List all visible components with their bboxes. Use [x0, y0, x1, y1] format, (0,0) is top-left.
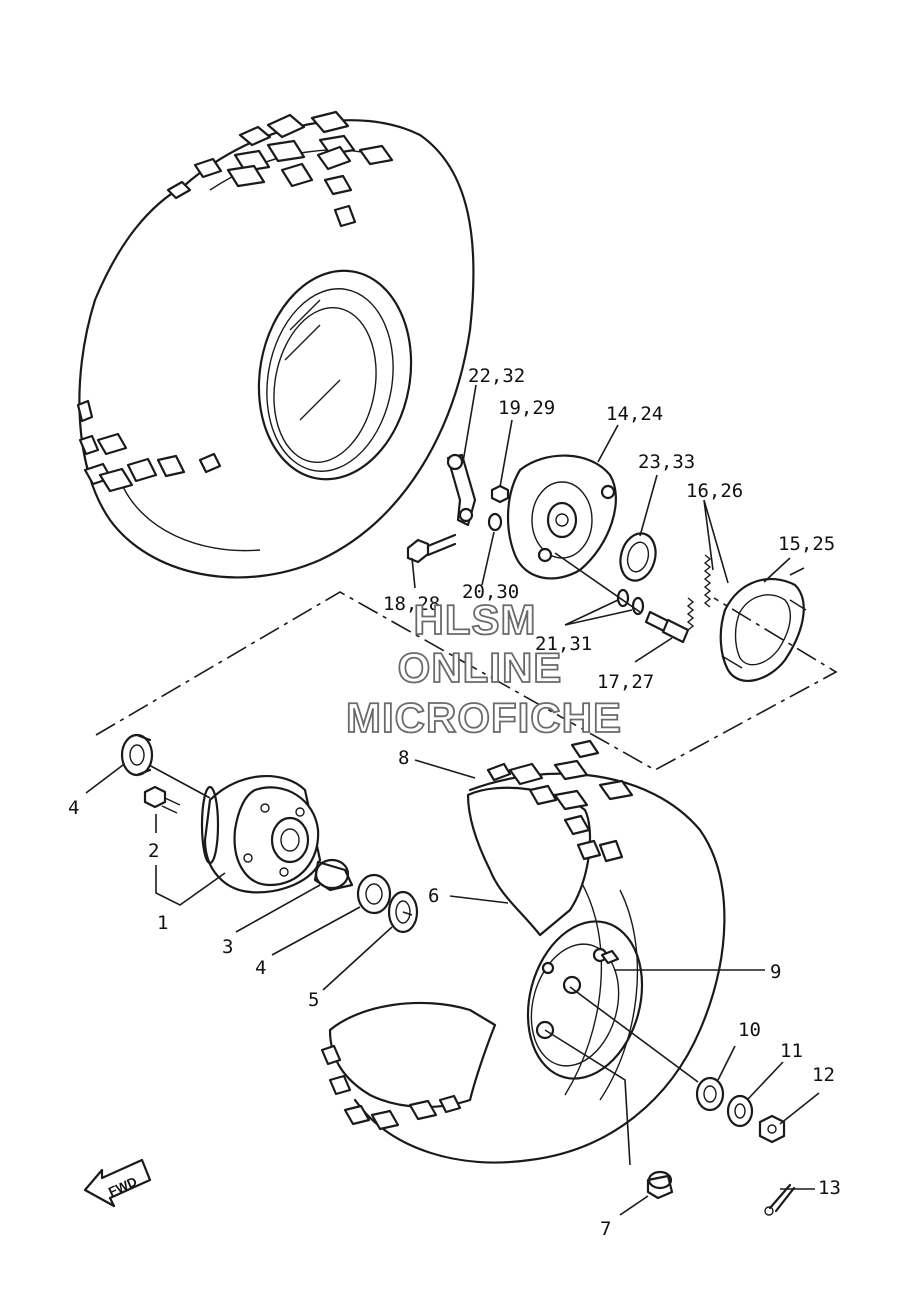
- o-ring-b: [631, 596, 645, 616]
- lower-tread-blocks: [320, 739, 634, 1131]
- callout-4-lower: 4: [255, 957, 266, 979]
- callout-9: 9: [770, 961, 781, 983]
- lower-tire: [320, 739, 726, 1164]
- callout-18-28: 22,32: [468, 365, 525, 387]
- callout-11: 11: [780, 1040, 803, 1062]
- lever-bolt: [406, 533, 457, 564]
- hub-bearing-upper: [120, 733, 154, 777]
- castle-nut: [758, 1114, 786, 1144]
- lever-nut: [490, 484, 510, 504]
- callout-19-29: 18,28: [383, 593, 440, 615]
- callout-labels: 22,32 19,29 14,24 23,33 16,26 15,25 18,2…: [68, 365, 841, 1240]
- callout-5: 5: [308, 989, 319, 1011]
- callout-17-27: 17,27: [597, 671, 654, 693]
- hub-seal: [387, 890, 419, 934]
- callout-10: 10: [738, 1019, 761, 1041]
- callout-23-33: 23,33: [638, 451, 695, 473]
- watermark-line-2: ONLINE: [398, 644, 563, 691]
- watermark: HLSM ONLINE MICROFICHE: [345, 595, 622, 742]
- callout-21-31: 20,30: [462, 581, 519, 603]
- o-ring-a: [616, 588, 630, 608]
- upper-tire: [76, 110, 475, 579]
- wheel-hub: [200, 774, 322, 894]
- callout-7: 7: [600, 1218, 611, 1240]
- callout-12: 12: [812, 1064, 835, 1086]
- brake-assembly: [406, 453, 807, 682]
- callout-3: 3: [222, 936, 233, 958]
- hub-spacer: [313, 858, 354, 892]
- brake-camshaft: [644, 610, 690, 644]
- callout-16-26: 16,26: [686, 480, 743, 502]
- callout-14-24: 14,24: [606, 403, 663, 425]
- brake-spring-b: [686, 597, 695, 631]
- forward-direction-badge: FWD: [83, 1158, 152, 1208]
- callout-15-25: 15,25: [778, 533, 835, 555]
- hub-bolt: [143, 785, 181, 814]
- watermark-line-1: HLSM: [414, 596, 537, 643]
- lever-washer: [487, 512, 503, 532]
- upper-tread-blocks: [76, 110, 394, 493]
- hub-bearing-lower: [356, 873, 392, 915]
- callout-8: 8: [398, 747, 409, 769]
- axle-spacer: [695, 1076, 725, 1112]
- brake-lever: [446, 453, 477, 527]
- watermark-line-3: MICROFICHE: [346, 694, 622, 741]
- oil-seal: [619, 532, 657, 582]
- leader-lines: [85, 384, 820, 1216]
- callout-4-upper: 4: [68, 797, 79, 819]
- lug-nut: [646, 1170, 674, 1200]
- callout-20-30: 19,29: [498, 397, 555, 419]
- brake-shoes: [719, 577, 807, 682]
- brake-spring-a: [703, 554, 712, 608]
- callout-1: 1: [157, 912, 168, 934]
- callout-2: 2: [148, 840, 159, 862]
- callout-13: 13: [818, 1177, 841, 1199]
- axle-washer: [726, 1094, 754, 1128]
- brake-panel: [507, 454, 617, 580]
- callout-22-32: 21,31: [535, 633, 592, 655]
- callout-6: 6: [428, 885, 439, 907]
